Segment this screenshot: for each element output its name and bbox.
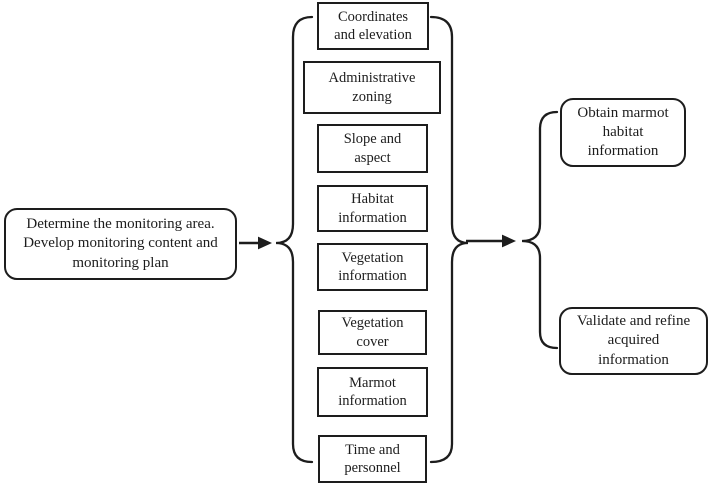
arrow-middle-to-right: [466, 234, 516, 248]
node-time-personnel: Time and personnel: [318, 435, 427, 483]
node-label: Validate and refine acquired information: [576, 313, 691, 368]
node-determine-monitoring: Determine the monitoring area. Develop m…: [4, 208, 237, 280]
node-label: Vegetation cover: [341, 315, 404, 350]
arrowhead-icon: [502, 234, 516, 248]
node-slope-aspect: Slope and aspect: [317, 124, 428, 173]
node-vegetation-information: Vegetation information: [317, 243, 428, 291]
right-column-brace: [521, 110, 559, 350]
node-validate-refine-info: Validate and refine acquired information: [559, 307, 708, 375]
node-label: Slope and aspect: [343, 131, 402, 166]
middle-column-left-brace: [275, 15, 314, 464]
node-obtain-habitat-info: Obtain marmot habitat information: [560, 98, 686, 167]
node-marmot-information: Marmot information: [317, 367, 428, 417]
node-habitat-information: Habitat information: [317, 185, 428, 232]
node-label: Coordinates and elevation: [334, 8, 412, 43]
node-label: Obtain marmot habitat information: [577, 104, 669, 160]
node-administrative-zoning: Administrative zoning: [303, 61, 441, 114]
node-label: Habitat information: [338, 191, 407, 226]
node-label: Determine the monitoring area. Develop m…: [23, 216, 218, 271]
arrow-left-to-middle: [239, 236, 272, 250]
node-coordinates-elevation: Coordinates and elevation: [317, 2, 429, 50]
node-label: Administrative zoning: [328, 70, 416, 105]
node-vegetation-cover: Vegetation cover: [318, 310, 427, 355]
middle-column-right-brace: [429, 15, 469, 464]
node-label: Time and personnel: [344, 441, 401, 476]
node-label: Marmot information: [338, 374, 407, 409]
arrowhead-icon: [258, 236, 272, 250]
node-label: Vegetation information: [338, 249, 407, 284]
